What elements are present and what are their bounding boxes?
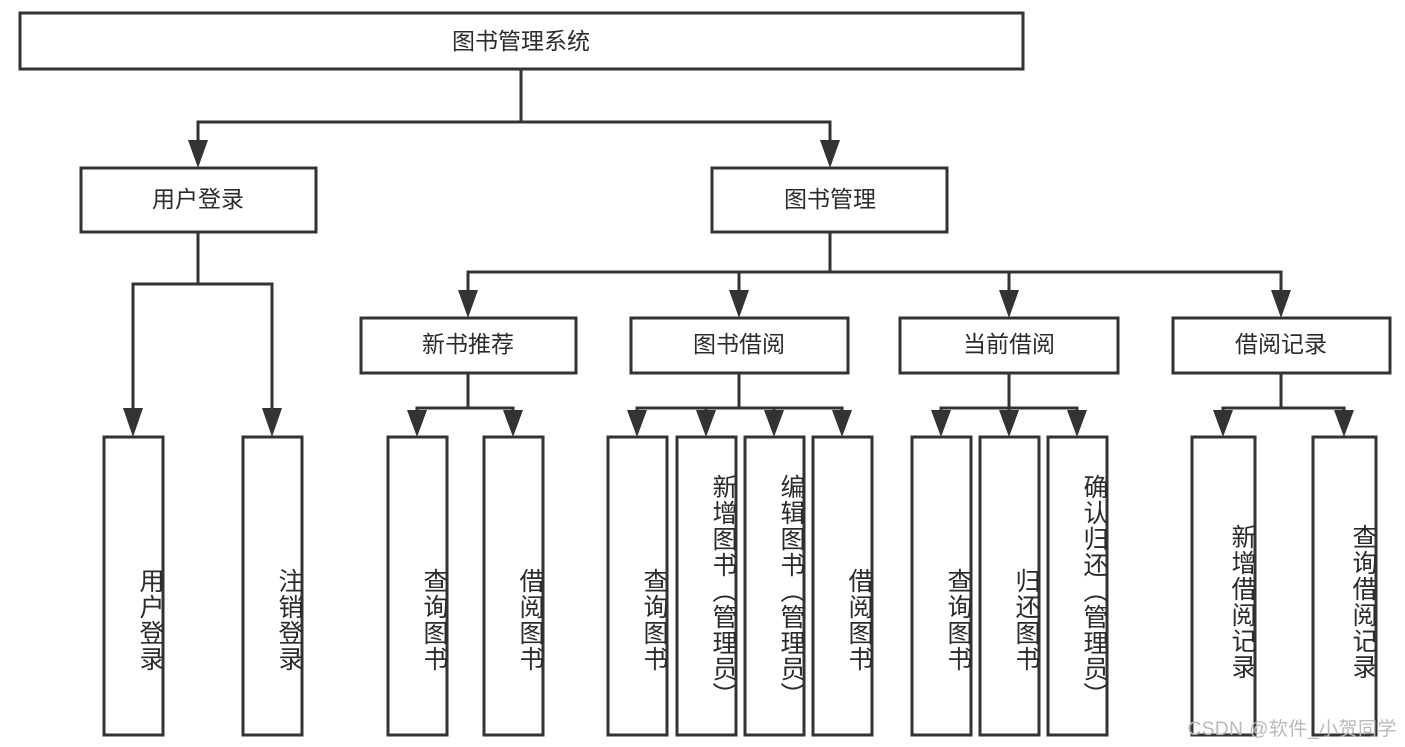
leaf-box-current-borrow-1[interactable] (910, 435, 973, 737)
node-user-login[interactable]: 用户登录 (79, 166, 318, 234)
arrow-head-leaf-new-book-1 (407, 410, 427, 437)
arrow-head-leaf-book-borrow-3 (764, 410, 784, 437)
node-borrow-record[interactable]: 借阅记录 (1171, 316, 1392, 375)
arrow-head-leaf-new-book-2 (503, 410, 523, 437)
arrow-head-borrow-record (1271, 290, 1291, 318)
node-new-book-recommend-label: 新书推荐 (422, 331, 514, 357)
node-borrow-record-label: 借阅记录 (1235, 331, 1327, 357)
node-root-box[interactable] (18, 11, 1025, 71)
node-root-label: 图书管理系统 (452, 28, 590, 54)
leaf-box-user-login-2[interactable] (241, 435, 304, 737)
node-borrow-record-box[interactable] (1171, 316, 1392, 375)
leaf-box-current-borrow-3[interactable] (1046, 435, 1109, 737)
arrow-head-book-mgmt (820, 140, 840, 168)
leaf-box-book-borrow-1[interactable] (606, 435, 669, 737)
arrow-head-leaf-book-borrow-1 (627, 410, 647, 437)
arrow-head-new-book (458, 290, 478, 318)
leaf-box-borrow-record-2[interactable] (1311, 435, 1378, 737)
arrow-head-user-login (188, 140, 208, 168)
arrow-head-leaf-borrow-record-2 (1334, 410, 1354, 437)
arrow-head-leaf-current-borrow-1 (931, 410, 951, 437)
watermark-text: CSDN @软件_小贺同学 (1187, 719, 1397, 740)
node-book-management-label: 图书管理 (784, 186, 876, 212)
leaf-box-book-borrow-4[interactable] (811, 435, 874, 737)
node-new-book-recommend-box[interactable] (359, 316, 578, 375)
node-book-management-box[interactable] (710, 166, 949, 234)
node-user-login-label: 用户登录 (152, 186, 244, 212)
connector-group (123, 67, 1354, 437)
node-user-login-box[interactable] (79, 166, 318, 234)
arrow-head-leaf-book-borrow-4 (832, 410, 852, 437)
node-new-book-recommend[interactable]: 新书推荐 (359, 316, 578, 375)
node-current-borrow[interactable]: 当前借阅 (898, 316, 1120, 375)
leaf-box-book-borrow-2[interactable] (675, 435, 738, 737)
leaf-box-book-borrow-3[interactable] (743, 435, 806, 737)
leaf-box-user-login-1[interactable] (102, 435, 165, 737)
leaf-box-new-book-2[interactable] (482, 435, 545, 737)
node-book-borrow[interactable]: 图书借阅 (629, 316, 850, 375)
node-book-borrow-label: 图书借阅 (693, 331, 785, 357)
node-book-borrow-box[interactable] (629, 316, 850, 375)
leaf-box-new-book-1[interactable] (386, 435, 449, 737)
leaf-box-group (102, 435, 1378, 737)
arrow-head-leaf-current-borrow-2 (999, 410, 1019, 437)
arrow-head-book-borrow (729, 290, 749, 318)
arrow-head-leaf-user-login-1 (123, 408, 143, 437)
node-root[interactable]: 图书管理系统 (18, 11, 1025, 71)
arrow-head-current-borrow (999, 290, 1019, 318)
arrow-head-leaf-book-borrow-2 (696, 410, 716, 437)
leaf-box-borrow-record-1[interactable] (1190, 435, 1257, 737)
node-current-borrow-box[interactable] (898, 316, 1120, 375)
leaf-box-current-borrow-2[interactable] (978, 435, 1041, 737)
arrow-head-leaf-current-borrow-3 (1067, 410, 1087, 437)
node-book-management[interactable]: 图书管理 (710, 166, 949, 234)
node-current-borrow-label: 当前借阅 (963, 331, 1055, 357)
arrow-head-leaf-borrow-record-1 (1213, 410, 1233, 437)
arrow-head-leaf-user-login-2 (262, 408, 282, 437)
